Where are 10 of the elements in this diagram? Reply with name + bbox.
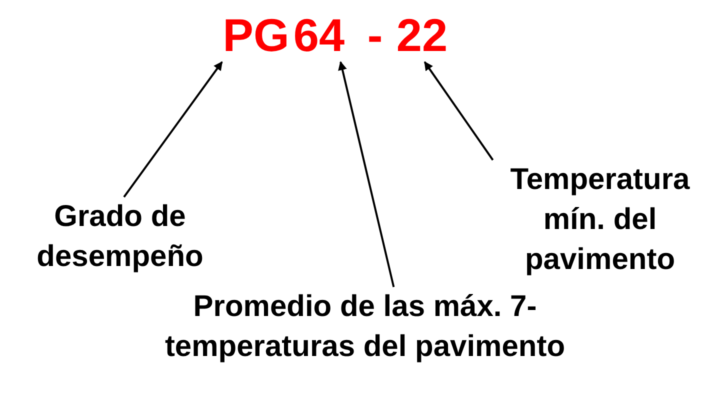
arrow	[338, 61, 395, 288]
arrow	[424, 61, 494, 161]
min-temperature-value: 22	[395, 8, 449, 62]
arrow	[123, 61, 223, 198]
dash-separator: -	[366, 8, 384, 62]
max-temperature-value: 64	[292, 8, 346, 62]
grade-code: PG	[222, 8, 290, 62]
max-temperature-description: Promedio de las máx. 7-temperaturas del pavimento	[164, 289, 566, 365]
min-temperature-description: Temperatura mín. del pavimento	[509, 162, 691, 278]
grade-description: Grado de desempeño	[36, 199, 204, 275]
